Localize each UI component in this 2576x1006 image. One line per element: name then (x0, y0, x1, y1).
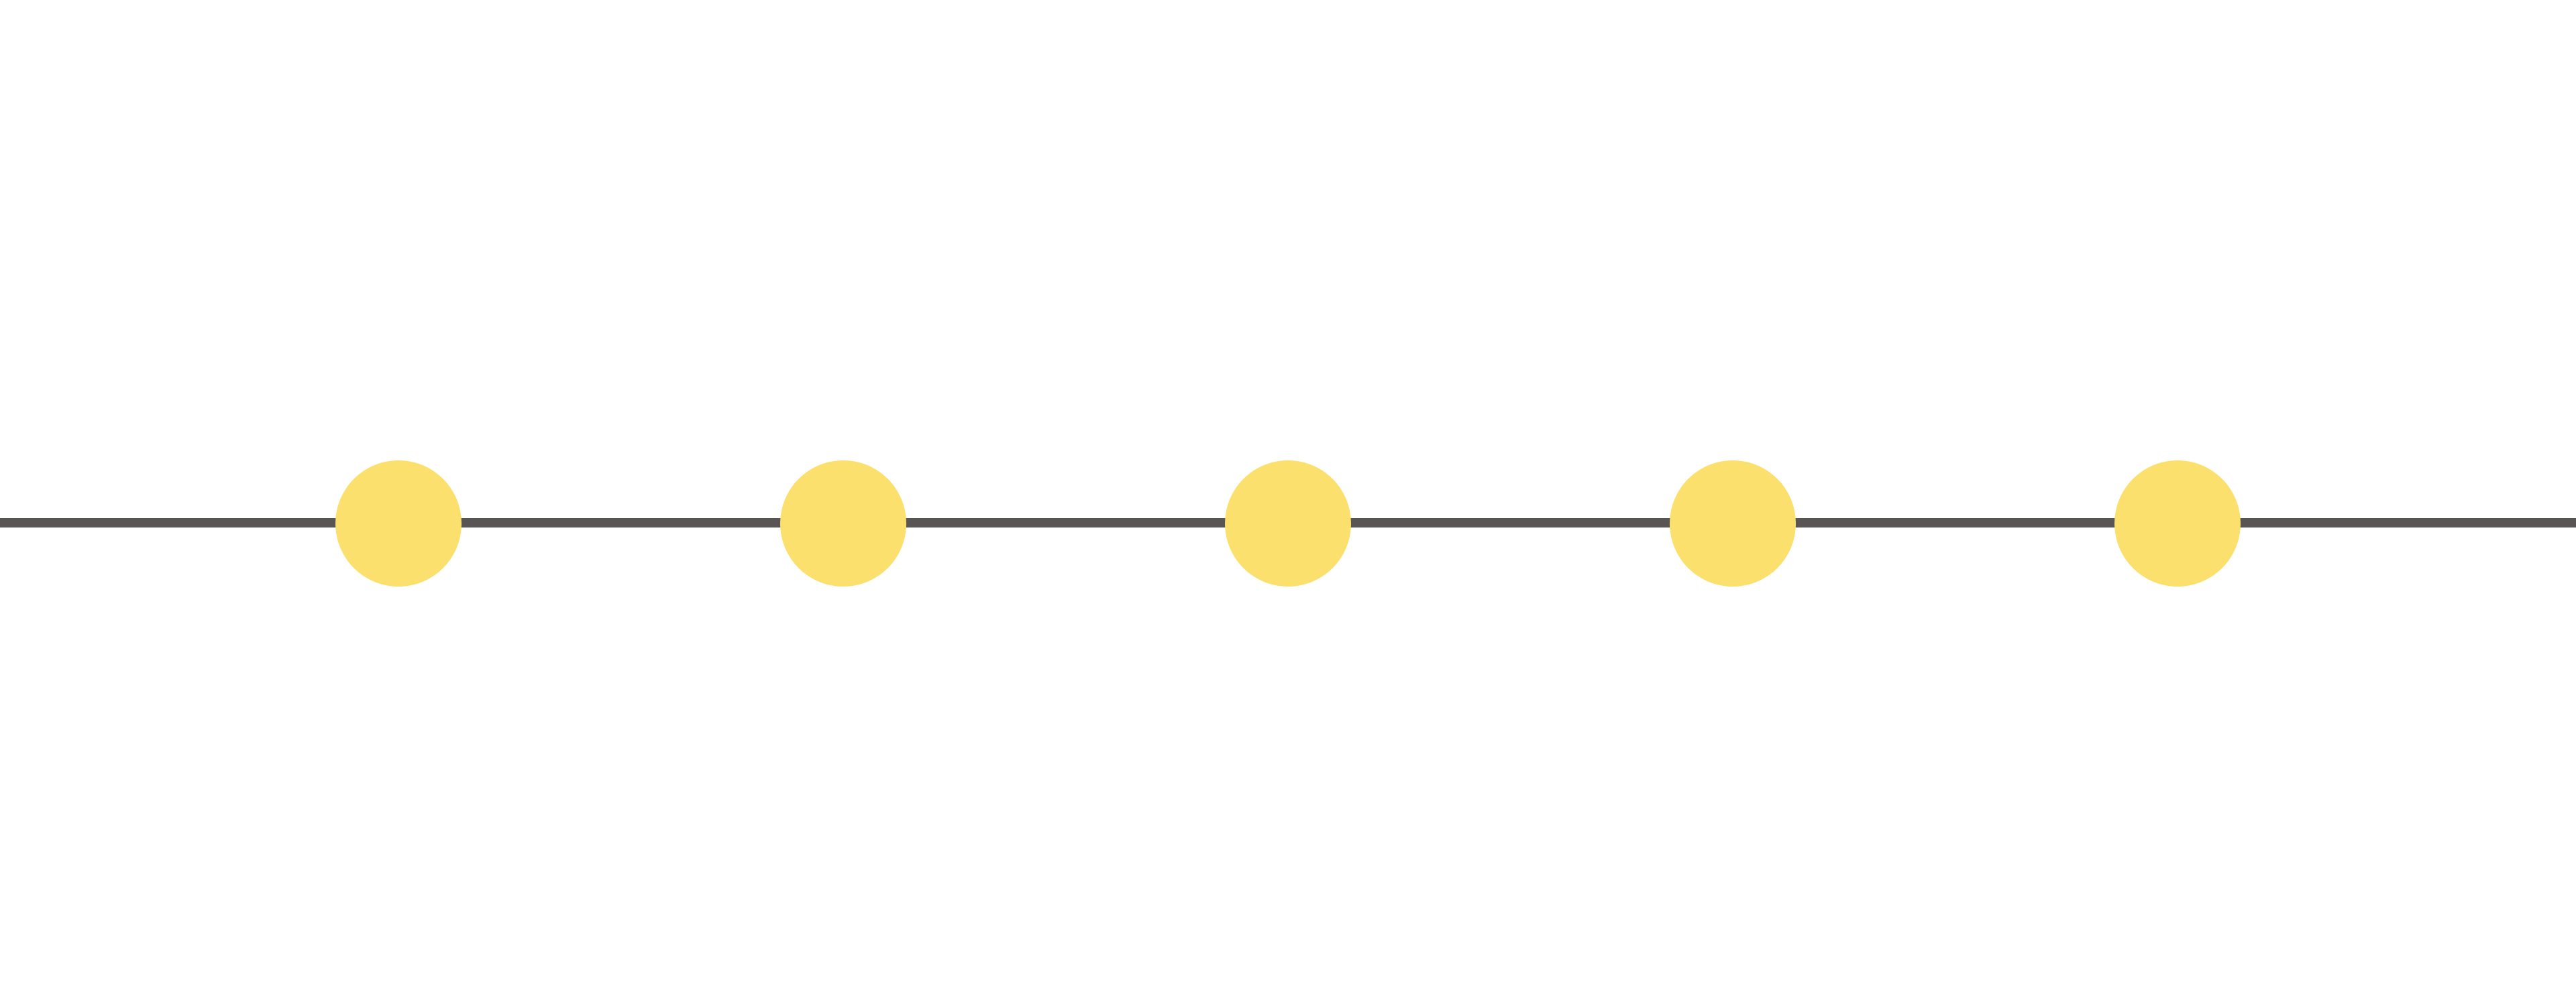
timeline-dot-2 (780, 460, 906, 587)
timeline-dot-1 (335, 460, 462, 587)
timeline-dot-4 (1670, 460, 1796, 587)
timeline-dot-5 (2114, 460, 2241, 587)
timeline-dot-3 (1225, 460, 1351, 587)
